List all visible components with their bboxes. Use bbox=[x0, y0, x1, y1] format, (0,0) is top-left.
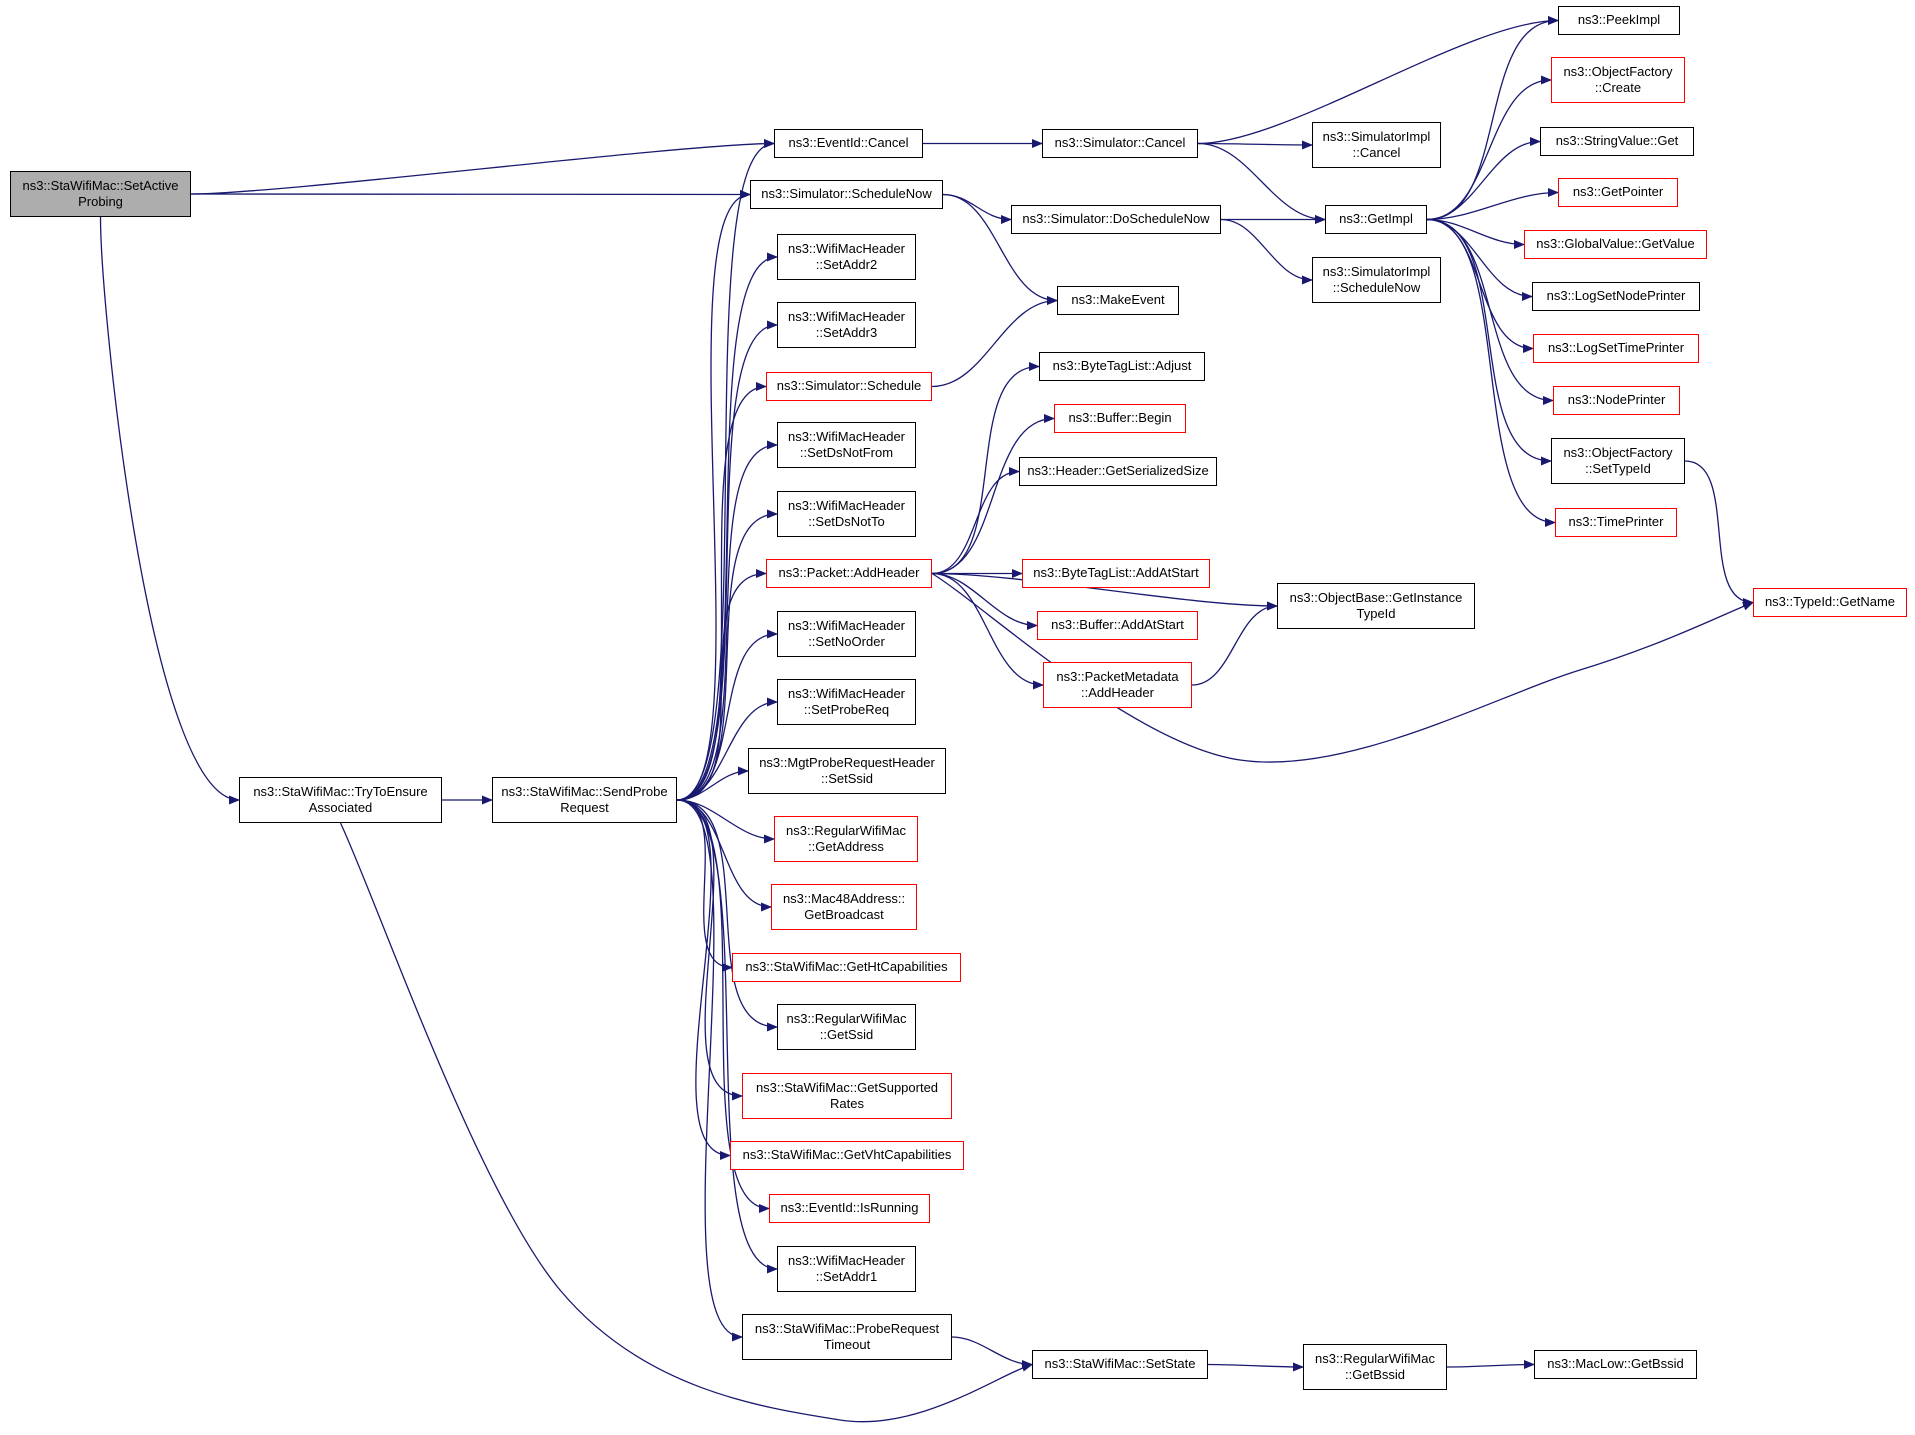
node-sendProbe[interactable]: ns3::StaWifiMac::SendProbe Request bbox=[492, 777, 677, 823]
node-setNoOrder[interactable]: ns3::WifiMacHeader ::SetNoOrder bbox=[777, 611, 916, 657]
edge-schedNow-makeEvent bbox=[942, 193, 1058, 305]
edge-tryToEnsure-setState bbox=[339, 822, 1033, 1423]
edge-doSchedNow-simImplSchedNow bbox=[1220, 218, 1313, 285]
node-typeIdGetName[interactable]: ns3::TypeId::GetName bbox=[1753, 588, 1907, 617]
edge-sendProbe-getSsid bbox=[676, 799, 778, 1032]
edge-addHeader-getInstanceTypeId bbox=[931, 572, 1278, 611]
edge-sendProbe-setProbeReq bbox=[676, 697, 778, 801]
edge-pktMetaAddHeader-getInstanceTypeId bbox=[1191, 601, 1278, 686]
node-setSsid[interactable]: ns3::MgtProbeRequestHeader ::SetSsid bbox=[748, 748, 946, 794]
node-isRunning[interactable]: ns3::EventId::IsRunning bbox=[769, 1194, 930, 1223]
edge-getImpl-objFactoryCreate bbox=[1426, 75, 1552, 221]
node-byteTagAddAtStart[interactable]: ns3::ByteTagList::AddAtStart bbox=[1022, 559, 1210, 588]
edge-setActiveProbing-tryToEnsure bbox=[99, 216, 240, 805]
edge-sendProbe-isRunning bbox=[676, 799, 770, 1213]
node-objFactorySetTypeId[interactable]: ns3::ObjectFactory ::SetTypeId bbox=[1551, 438, 1685, 484]
node-macLowGetBssid[interactable]: ns3::MacLow::GetBssid bbox=[1534, 1350, 1697, 1379]
edge-setActiveProbing-eventIdCancel bbox=[190, 139, 775, 195]
edge-sendProbe-setSsid bbox=[676, 766, 749, 801]
node-setActiveProbing[interactable]: ns3::StaWifiMac::SetActive Probing bbox=[10, 171, 191, 217]
node-getSsid[interactable]: ns3::RegularWifiMac ::GetSsid bbox=[777, 1004, 916, 1050]
node-getSerializedSize[interactable]: ns3::Header::GetSerializedSize bbox=[1019, 457, 1217, 486]
edge-getImpl-peekImpl bbox=[1426, 16, 1559, 221]
edge-getImpl-getPointer bbox=[1426, 188, 1559, 221]
node-simImplCancel[interactable]: ns3::SimulatorImpl ::Cancel bbox=[1312, 122, 1441, 168]
node-getSupportedRates[interactable]: ns3::StaWifiMac::GetSupported Rates bbox=[742, 1073, 952, 1119]
edge-sendProbe-getBroadcast bbox=[676, 799, 772, 912]
node-adjust[interactable]: ns3::ByteTagList::Adjust bbox=[1039, 352, 1205, 381]
node-getBroadcast[interactable]: ns3::Mac48Address:: GetBroadcast bbox=[771, 884, 917, 930]
edge-sendProbe-setAddr2 bbox=[676, 252, 778, 801]
edge-sendProbe-setAddr3 bbox=[676, 320, 778, 801]
node-peekImpl[interactable]: ns3::PeekImpl bbox=[1558, 6, 1680, 35]
edge-simCancel-peekImpl bbox=[1197, 16, 1559, 145]
edge-schedNow-doSchedNow bbox=[942, 193, 1012, 224]
node-simImplSchedNow[interactable]: ns3::SimulatorImpl ::ScheduleNow bbox=[1312, 257, 1441, 303]
edge-simCancel-simImplCancel bbox=[1197, 140, 1313, 150]
node-setProbeReq[interactable]: ns3::WifiMacHeader ::SetProbeReq bbox=[777, 679, 916, 725]
node-globalValueGetValue[interactable]: ns3::GlobalValue::GetValue bbox=[1524, 230, 1707, 259]
edge-addHeader-bufferBegin bbox=[931, 414, 1055, 575]
node-getHtCap[interactable]: ns3::StaWifiMac::GetHtCapabilities bbox=[732, 953, 961, 982]
node-simCancel[interactable]: ns3::Simulator::Cancel bbox=[1042, 129, 1198, 158]
node-logSetTimePrinter[interactable]: ns3::LogSetTimePrinter bbox=[1533, 334, 1699, 363]
node-setAddr1[interactable]: ns3::WifiMacHeader ::SetAddr1 bbox=[777, 1246, 916, 1292]
edge-addHeader-pktMetaAddHeader bbox=[931, 572, 1044, 690]
node-timePrinter[interactable]: ns3::TimePrinter bbox=[1555, 508, 1677, 537]
node-setAddr3[interactable]: ns3::WifiMacHeader ::SetAddr3 bbox=[777, 302, 916, 348]
edge-sendProbe-probeReqTimeout bbox=[676, 799, 743, 1342]
node-makeEvent[interactable]: ns3::MakeEvent bbox=[1057, 286, 1179, 315]
edge-simSchedule-makeEvent bbox=[931, 296, 1058, 388]
edge-sendProbe-simSchedule bbox=[676, 382, 767, 801]
node-simSchedule[interactable]: ns3::Simulator::Schedule bbox=[766, 372, 932, 401]
node-setAddr2[interactable]: ns3::WifiMacHeader ::SetAddr2 bbox=[777, 234, 916, 280]
node-getImpl[interactable]: ns3::GetImpl bbox=[1325, 205, 1427, 234]
edge-objFactorySetTypeId-typeIdGetName bbox=[1684, 460, 1754, 607]
node-bufferAddAtStart[interactable]: ns3::Buffer::AddAtStart bbox=[1037, 611, 1198, 640]
node-objFactoryCreate[interactable]: ns3::ObjectFactory ::Create bbox=[1551, 57, 1685, 103]
node-doSchedNow[interactable]: ns3::Simulator::DoScheduleNow bbox=[1011, 205, 1221, 234]
node-getInstanceTypeId[interactable]: ns3::ObjectBase::GetInstance TypeId bbox=[1277, 583, 1475, 629]
edge-addHeader-adjust bbox=[931, 362, 1040, 575]
edge-sendProbe-getSupportedRates bbox=[676, 799, 743, 1101]
edge-probeReqTimeout-setState bbox=[951, 1336, 1033, 1369]
node-bufferBegin[interactable]: ns3::Buffer::Begin bbox=[1054, 404, 1186, 433]
node-nodePrinter[interactable]: ns3::NodePrinter bbox=[1553, 386, 1680, 415]
edge-addHeader-getSerializedSize bbox=[931, 467, 1020, 575]
node-tryToEnsure[interactable]: ns3::StaWifiMac::TryToEnsure Associated bbox=[239, 777, 442, 823]
node-eventIdCancel[interactable]: ns3::EventId::Cancel bbox=[774, 129, 923, 158]
node-getPointer[interactable]: ns3::GetPointer bbox=[1558, 178, 1678, 207]
edge-sendProbe-setDsNotFrom bbox=[676, 440, 778, 801]
edge-setState-regGetBssid bbox=[1207, 1362, 1304, 1372]
edge-getImpl-timePrinter bbox=[1426, 218, 1556, 527]
edge-sendProbe-getVhtCap bbox=[676, 799, 731, 1160]
edge-sendProbe-schedNow bbox=[676, 190, 751, 801]
node-pktMetaAddHeader[interactable]: ns3::PacketMetadata ::AddHeader bbox=[1043, 662, 1192, 708]
edge-getImpl-stringValueGet bbox=[1426, 137, 1541, 221]
edge-regGetBssid-macLowGetBssid bbox=[1446, 1360, 1535, 1370]
edge-addHeader-typeIdGetName bbox=[931, 572, 1754, 763]
edge-sendProbe-setAddr1 bbox=[676, 799, 778, 1274]
node-getVhtCap[interactable]: ns3::StaWifiMac::GetVhtCapabilities bbox=[730, 1141, 964, 1170]
node-schedNow[interactable]: ns3::Simulator::ScheduleNow bbox=[750, 180, 943, 209]
node-addHeader[interactable]: ns3::Packet::AddHeader bbox=[766, 559, 932, 588]
node-setState[interactable]: ns3::StaWifiMac::SetState bbox=[1032, 1350, 1208, 1379]
node-setDsNotTo[interactable]: ns3::WifiMacHeader ::SetDsNotTo bbox=[777, 491, 916, 537]
edge-getImpl-objFactorySetTypeId bbox=[1426, 218, 1552, 466]
node-setDsNotFrom[interactable]: ns3::WifiMacHeader ::SetDsNotFrom bbox=[777, 422, 916, 468]
node-regGetBssid[interactable]: ns3::RegularWifiMac ::GetBssid bbox=[1303, 1344, 1447, 1390]
edge-setActiveProbing-schedNow bbox=[190, 189, 751, 199]
node-stringValueGet[interactable]: ns3::StringValue::Get bbox=[1540, 127, 1694, 156]
edge-simCancel-getImpl bbox=[1197, 142, 1326, 224]
node-getAddress[interactable]: ns3::RegularWifiMac ::GetAddress bbox=[774, 816, 918, 862]
node-logSetNodePrinter[interactable]: ns3::LogSetNodePrinter bbox=[1532, 282, 1700, 311]
node-probeReqTimeout[interactable]: ns3::StaWifiMac::ProbeRequest Timeout bbox=[742, 1314, 952, 1360]
